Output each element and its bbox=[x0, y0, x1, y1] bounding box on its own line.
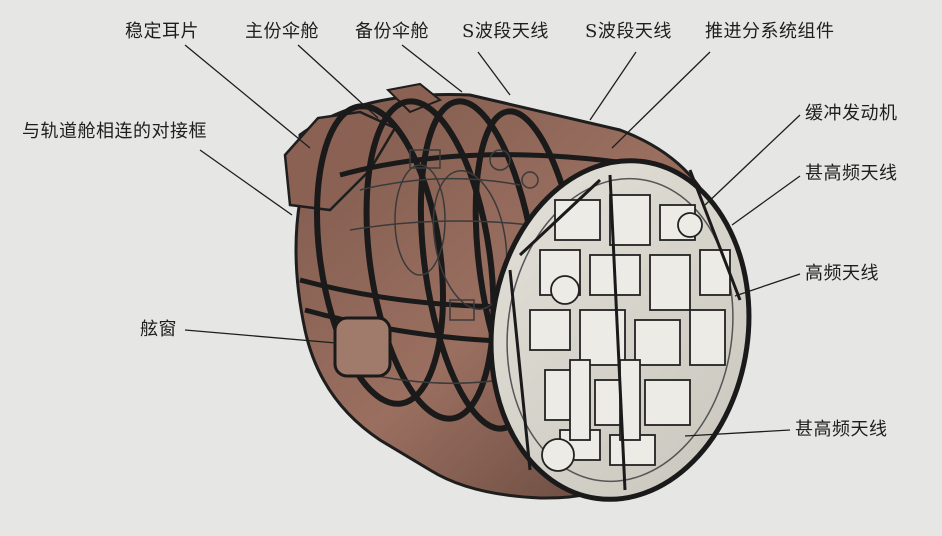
label-stabilizer-lug: 稳定耳片 bbox=[125, 21, 199, 42]
leader-propulsion bbox=[611, 51, 711, 149]
leader-s-band-1 bbox=[477, 51, 511, 96]
porthole-shape bbox=[333, 316, 392, 378]
leader-main-parachute bbox=[297, 44, 379, 119]
label-docking-frame: 与轨道舱相连的对接框 bbox=[22, 121, 207, 142]
leader-vhf-bottom bbox=[684, 429, 791, 437]
leader-porthole bbox=[184, 329, 337, 344]
bulkhead-equipment bbox=[529, 194, 731, 472]
leader-s-band-2 bbox=[589, 51, 637, 121]
leader-lines bbox=[184, 44, 801, 437]
label-s-band-antenna-2: S波段天线 bbox=[585, 21, 672, 42]
label-vhf-antenna-top: 甚高频天线 bbox=[805, 163, 898, 184]
stabilizer-lug-shape bbox=[283, 110, 397, 212]
label-s-band-antenna-1: S波段天线 bbox=[462, 21, 549, 42]
leader-hf-antenna bbox=[734, 273, 801, 297]
label-porthole: 舷窗 bbox=[140, 319, 177, 340]
label-backup-parachute: 备份伞舱 bbox=[355, 21, 429, 42]
label-vhf-antenna-bottom: 甚高频天线 bbox=[795, 419, 888, 440]
bulkhead-frame bbox=[508, 169, 742, 491]
label-propulsion-components: 推进分系统组件 bbox=[705, 21, 835, 42]
leader-vhf-top bbox=[731, 175, 801, 226]
leader-buffer-engine bbox=[704, 114, 801, 206]
hull-internal-structure bbox=[349, 149, 539, 385]
leader-backup-parachute bbox=[401, 44, 463, 93]
leader-stabilizer-lug bbox=[184, 44, 311, 149]
leader-docking-frame bbox=[199, 149, 293, 216]
label-buffer-engine: 缓冲发动机 bbox=[805, 103, 898, 124]
label-hf-antenna: 高频天线 bbox=[805, 263, 879, 284]
label-main-parachute: 主份伞舱 bbox=[245, 21, 319, 42]
